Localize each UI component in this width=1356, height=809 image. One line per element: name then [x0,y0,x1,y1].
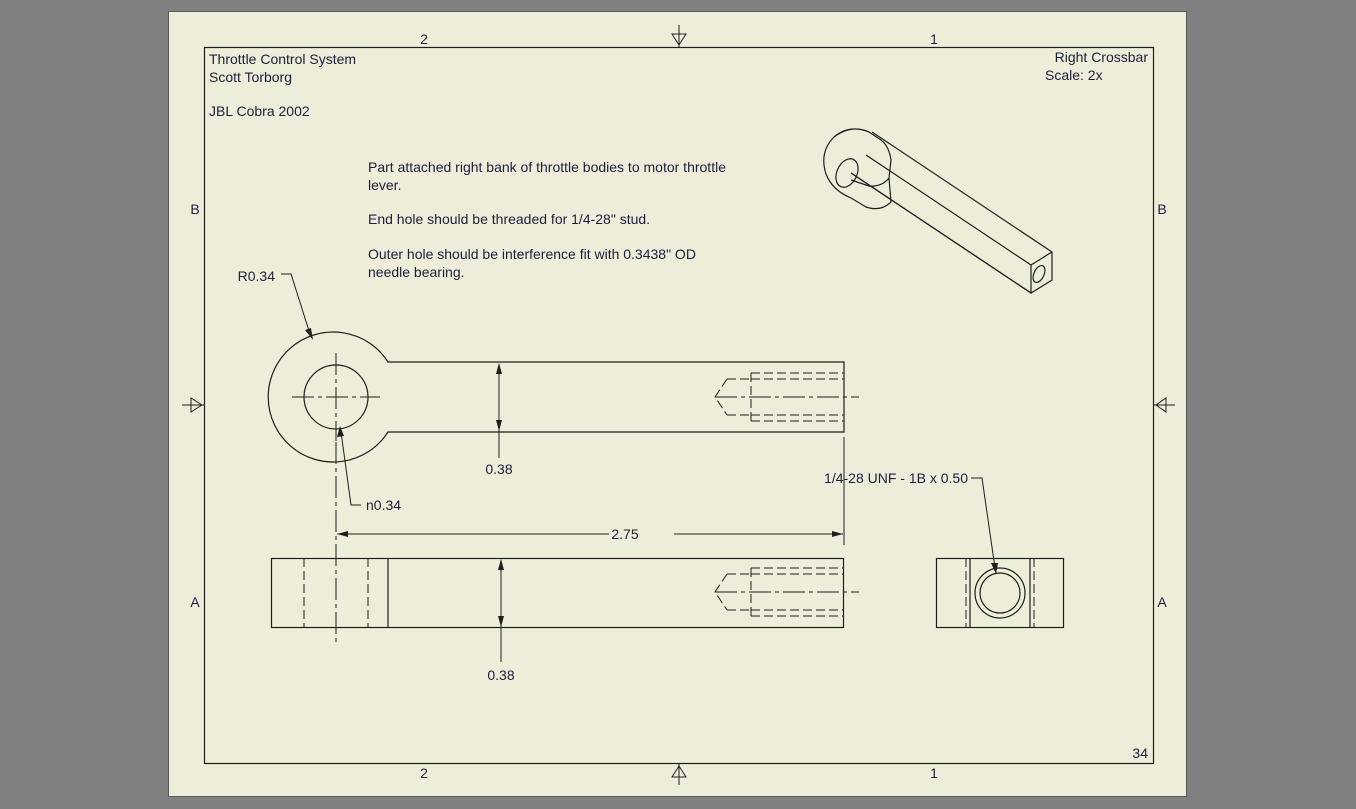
zone-row-a-left: A [190,594,200,610]
dim-radius-label: R0.34 [238,268,276,284]
dim-thread-label: 1/4-28 UNF - 1B x 0.50 [824,470,968,486]
zone-row-a-right: A [1157,594,1167,610]
isometric-view [823,128,1053,295]
dim-hole-leader [337,426,361,506]
centering-mark-top [671,25,687,48]
project-title: Throttle Control System [209,51,356,67]
dim-length [335,437,845,644]
dim-height-top [496,363,502,458]
dim-length-label: 2.75 [611,526,638,542]
note-line-2: lever. [368,177,401,193]
zone-col-1-top: 1 [930,31,938,47]
centering-mark-right [1153,397,1175,413]
inner-border [203,46,1155,765]
note-line-5: needle bearing. [368,264,465,280]
dim-thread-leader [971,477,998,574]
side-view-outline [270,557,845,629]
iso-bearing-hole [835,158,859,188]
drawing-canvas: 2 1 2 1 B A B A Throttle Control System … [182,25,1175,785]
zone-col-1-bottom: 1 [930,765,938,781]
end-view-outline [935,557,1065,629]
note-line-1: Part attached right bank of throttle bod… [368,159,726,175]
centering-mark-bottom [671,763,687,785]
dim-hole-label: n0.34 [366,497,401,513]
note-line-3: End hole should be threaded for 1/4-28" … [368,211,650,227]
side-view [270,557,859,629]
part-name: Right Crossbar [1055,49,1149,65]
zone-row-b-left: B [190,201,199,217]
iso-end-hole [1032,264,1046,284]
zone-col-2-top: 2 [420,31,428,47]
dim-height-side [498,559,504,662]
dim-height-side-label: 0.38 [487,667,514,683]
dim-height-top-label: 0.38 [485,461,512,477]
dim-radius-leader [281,273,313,340]
sheet-number: 34 [1132,745,1148,761]
top-view-outline [267,331,845,463]
threaded-hole-inner [979,572,1021,614]
scale-label: Scale: 2x [1045,67,1103,83]
note-line-4: Outer hole should be interference fit wi… [368,246,696,262]
threaded-hole-outer [974,567,1026,619]
end-view [935,557,1065,629]
drawing-sheet: 2 1 2 1 B A B A Throttle Control System … [168,11,1187,797]
centering-mark-left [182,397,205,413]
author-name: Scott Torborg [209,69,292,85]
zone-row-b-right: B [1157,201,1166,217]
zone-col-2-bottom: 2 [420,765,428,781]
vehicle-name: JBL Cobra 2002 [209,103,310,119]
top-view [267,331,859,463]
